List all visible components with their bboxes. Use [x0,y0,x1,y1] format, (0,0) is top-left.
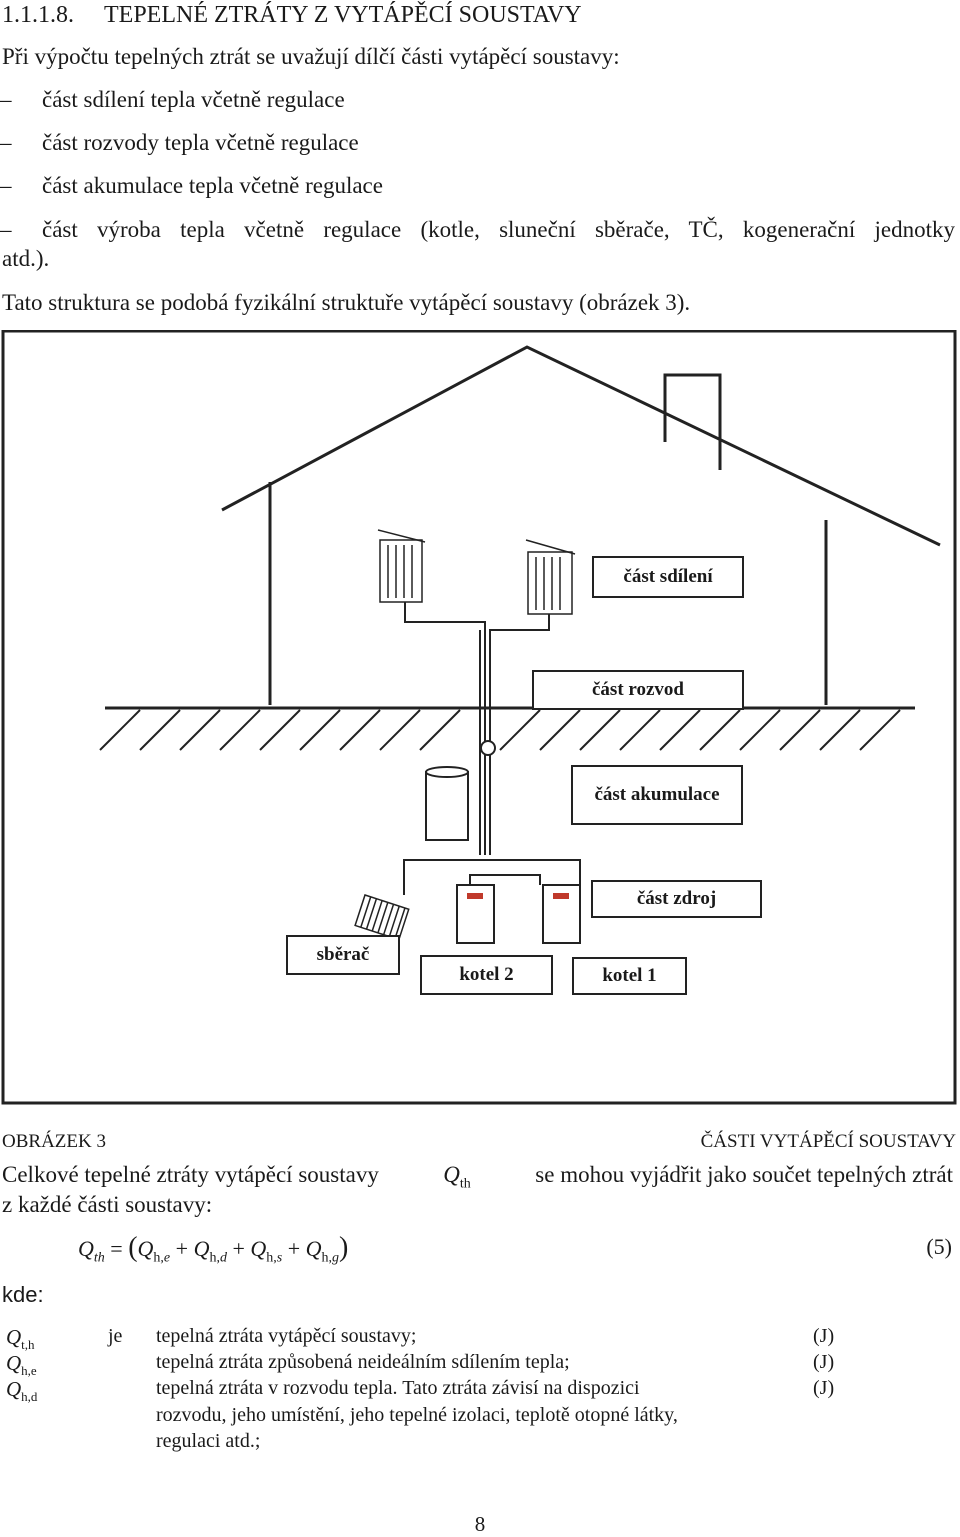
kde-label: kde: [2,1282,44,1307]
bullet-text: část výroba tepla včetně regulace (kotle… [42,217,955,242]
label-sdileni: část sdílení [592,556,744,598]
intro-text: Při výpočtu tepelných ztrát se uvažují d… [2,44,620,69]
legend-unit: (J) [813,1351,835,1373]
chimney [663,373,722,470]
house-diagram [1,330,957,1105]
total-sentence-part1: Celkové tepelné ztráty vytápěcí soustavy [2,1162,379,1187]
boiler-2 [456,884,495,944]
label-zdroj: část zdroj [591,880,762,918]
solar-collector [354,894,410,941]
section-title: TEPELNÉ ZTRÁTY Z VYTÁPĚCÍ SOUSTAVY [104,2,582,28]
total-sentence-line2: z každé části soustavy: [2,1192,213,1217]
bullet-dash: – [0,87,12,112]
heating-system-figure: část sdílení část rozvod část akumulace … [0,330,960,1105]
total-symbol: Qth [443,1162,471,1192]
pump-icon [480,740,496,756]
figure-caption-number: OBRÁZEK 3 [2,1131,106,1152]
total-sentence-part2: se mohou vyjádřit jako součet tepelných … [535,1162,953,1187]
figure-frame [1,330,957,1105]
total-sentence: Celkové tepelné ztráty vytápěcí soustavy… [2,1162,953,1193]
legend-unit: (J) [813,1377,835,1399]
boiler-1 [542,884,581,944]
legend-text: tepelná ztráta vytápěcí soustavy; [156,1325,417,1347]
label-sberac: sběrač [286,935,400,975]
bullet-dash: – [0,173,12,198]
bullet-item: – část sdílení tepla včetně regulace [0,87,345,113]
figure-caption-title: ČÁSTI VYTÁPĚCÍ SOUSTAVY [700,1131,956,1152]
bullet-text: část rozvody tepla včetně regulace [42,130,359,155]
section-heading: 1.1.1.8. TEPELNÉ ZTRÁTY Z VYTÁPĚCÍ SOUSTA… [2,2,582,29]
page-number: 8 [474,1512,486,1536]
legend-symbol: Qh,e [6,1351,37,1379]
bullet-dash: – [0,130,12,155]
ground-hatching [99,709,901,751]
accumulation-tank [425,766,469,841]
structure-sentence: Tato struktura se podobá fyzikální struk… [2,290,691,315]
roof [221,345,941,547]
legend-text: tepelná ztráta způsobená neideálním sdíl… [156,1351,570,1373]
bullet-text: část sdílení tepla včetně regulace [42,87,345,112]
label-kotel-1: kotel 1 [572,957,687,995]
label-kotel-2: kotel 2 [420,955,553,995]
label-akumulace: část akumulace [571,765,743,825]
bullet-item: – část akumulace tepla včetně regulace [0,173,383,199]
radiator-right [525,539,576,615]
bullet-continuation: atd.). [2,246,50,271]
legend-text: tepelná ztráta v rozvodu tepla. Tato ztr… [156,1377,640,1399]
bullet-dash: – [0,217,12,242]
bullet-item: – část rozvody tepla včetně regulace [0,130,359,156]
label-rozvod: část rozvod [532,670,744,710]
legend-symbol: Qh,d [6,1377,38,1405]
radiator-left [377,529,426,603]
boiler-pipes [403,859,581,895]
equation: Qth = (Qh,e + Qh,d + Qh,s + Qh,g) [78,1232,349,1266]
section-number: 1.1.1.8. [2,2,74,28]
legend-je: je [108,1325,123,1347]
legend-unit: (J) [813,1325,835,1347]
legend-symbol: Qt,h [6,1325,35,1353]
equation-number: (5) [926,1234,952,1259]
bullet-text: část akumulace tepla včetně regulace [42,173,383,198]
bullet-item: – část výroba tepla včetně regulace (kotl… [0,217,955,243]
